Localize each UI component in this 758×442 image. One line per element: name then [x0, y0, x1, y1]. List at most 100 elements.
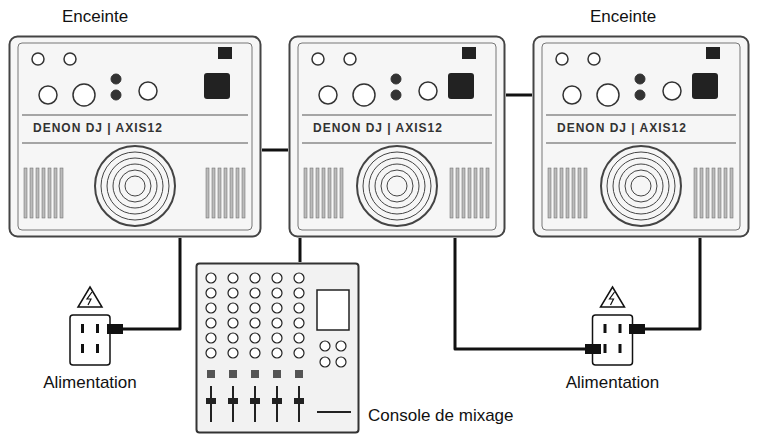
combo-input — [597, 84, 619, 106]
vent-slot — [304, 168, 307, 218]
fader-cap — [250, 398, 260, 404]
speaker-grille — [613, 158, 669, 214]
cable — [262, 149, 288, 152]
vent-slot — [572, 168, 575, 218]
speaker-grille — [95, 146, 175, 226]
mixer-knob — [228, 288, 238, 298]
rca-input — [635, 90, 645, 100]
vent-slot — [230, 168, 233, 218]
mixer-knob — [250, 273, 260, 283]
eq-knob — [344, 53, 356, 65]
vent-slot — [730, 168, 733, 218]
speaker-housing — [534, 37, 749, 237]
speaker-label: Enceinte — [590, 7, 656, 27]
power-switch — [706, 47, 720, 59]
socket-slot — [96, 324, 99, 333]
vent-slot — [578, 168, 581, 218]
speaker-housing — [290, 37, 505, 237]
eq-knob — [64, 53, 76, 65]
xlr-input — [663, 82, 681, 100]
mixer-knob — [294, 318, 304, 328]
logo-band — [546, 143, 736, 144]
logo-band — [546, 115, 736, 116]
speaker-grille — [619, 164, 663, 208]
speaker-illustration — [8, 35, 262, 238]
combo-input — [353, 84, 375, 106]
vent-slot — [584, 168, 587, 218]
rca-input — [391, 90, 401, 100]
wall-outlet — [593, 315, 633, 365]
socket-slot — [619, 344, 622, 353]
vent-slot — [700, 168, 703, 218]
vent-slot — [36, 168, 39, 218]
speaker-grille — [601, 146, 681, 226]
vent-slot — [718, 168, 721, 218]
xlr-input — [419, 82, 437, 100]
volume-knob — [556, 53, 568, 65]
vent-slot — [474, 168, 477, 218]
mixer-illustration — [195, 262, 360, 434]
mixer-button — [295, 370, 303, 378]
mixer-knob — [206, 333, 216, 343]
vent-slot — [468, 168, 471, 218]
socket-slot — [96, 344, 99, 353]
brand-logo: DENON DJ | AXIS12 — [310, 121, 446, 135]
power-plug — [629, 324, 645, 334]
vent-slot — [242, 168, 245, 218]
mixer-button — [251, 370, 259, 378]
vent-slot — [224, 168, 227, 218]
speaker-panel — [542, 43, 740, 230]
speaker-grille — [107, 158, 163, 214]
speaker-grille — [607, 152, 675, 220]
vent-slot — [24, 168, 27, 218]
vent-slot — [60, 168, 63, 218]
rca-input — [111, 90, 121, 100]
vent-slot — [316, 168, 319, 218]
lightning-mark — [610, 292, 615, 305]
mixer-knob — [250, 348, 260, 358]
vent-slot — [340, 168, 343, 218]
vent-slot — [462, 168, 465, 218]
vent-slot — [30, 168, 33, 218]
volume-knob — [312, 53, 324, 65]
power-outlet: Alimentation — [540, 285, 685, 397]
warning-triangle — [601, 287, 625, 307]
speaker-grille — [113, 164, 157, 208]
logo-band — [22, 143, 248, 144]
vent-slot — [310, 168, 313, 218]
brand-logo: DENON DJ | AXIS12 — [30, 121, 166, 135]
mixer-knob — [336, 341, 346, 351]
volume-knob — [32, 53, 44, 65]
mixer-knob — [294, 288, 304, 298]
mixer-knob — [228, 303, 238, 313]
vent-slot — [54, 168, 57, 218]
dj-mixer: Console de mixage — [195, 262, 360, 434]
vent-slot — [548, 168, 551, 218]
vent-slot — [486, 168, 489, 218]
mixer-body — [197, 264, 359, 433]
speaker-illustration — [288, 35, 506, 238]
vent-slot — [450, 168, 453, 218]
mixer-knob — [294, 303, 304, 313]
vent-slot — [566, 168, 569, 218]
warning-triangle — [78, 287, 102, 307]
mixer-knob — [228, 273, 238, 283]
speaker-illustration — [532, 35, 750, 238]
vent-slot — [456, 168, 459, 218]
socket-slot — [619, 324, 622, 333]
cable — [160, 238, 180, 329]
speaker-unit: DENON DJ | AXIS12 — [288, 35, 506, 238]
mixer-knob — [206, 318, 216, 328]
vent-slot — [480, 168, 483, 218]
mixer-knob — [294, 273, 304, 283]
mixer-label: Console de mixage — [368, 406, 514, 426]
rca-input — [111, 74, 121, 84]
mixer-button — [229, 370, 237, 378]
xlr-output — [39, 86, 57, 104]
xlr-output — [319, 86, 337, 104]
power-label: Alimentation — [540, 373, 685, 393]
mixer-knob — [206, 303, 216, 313]
mixer-knob — [294, 333, 304, 343]
speaker-grille — [375, 164, 419, 208]
vent-slot — [334, 168, 337, 218]
